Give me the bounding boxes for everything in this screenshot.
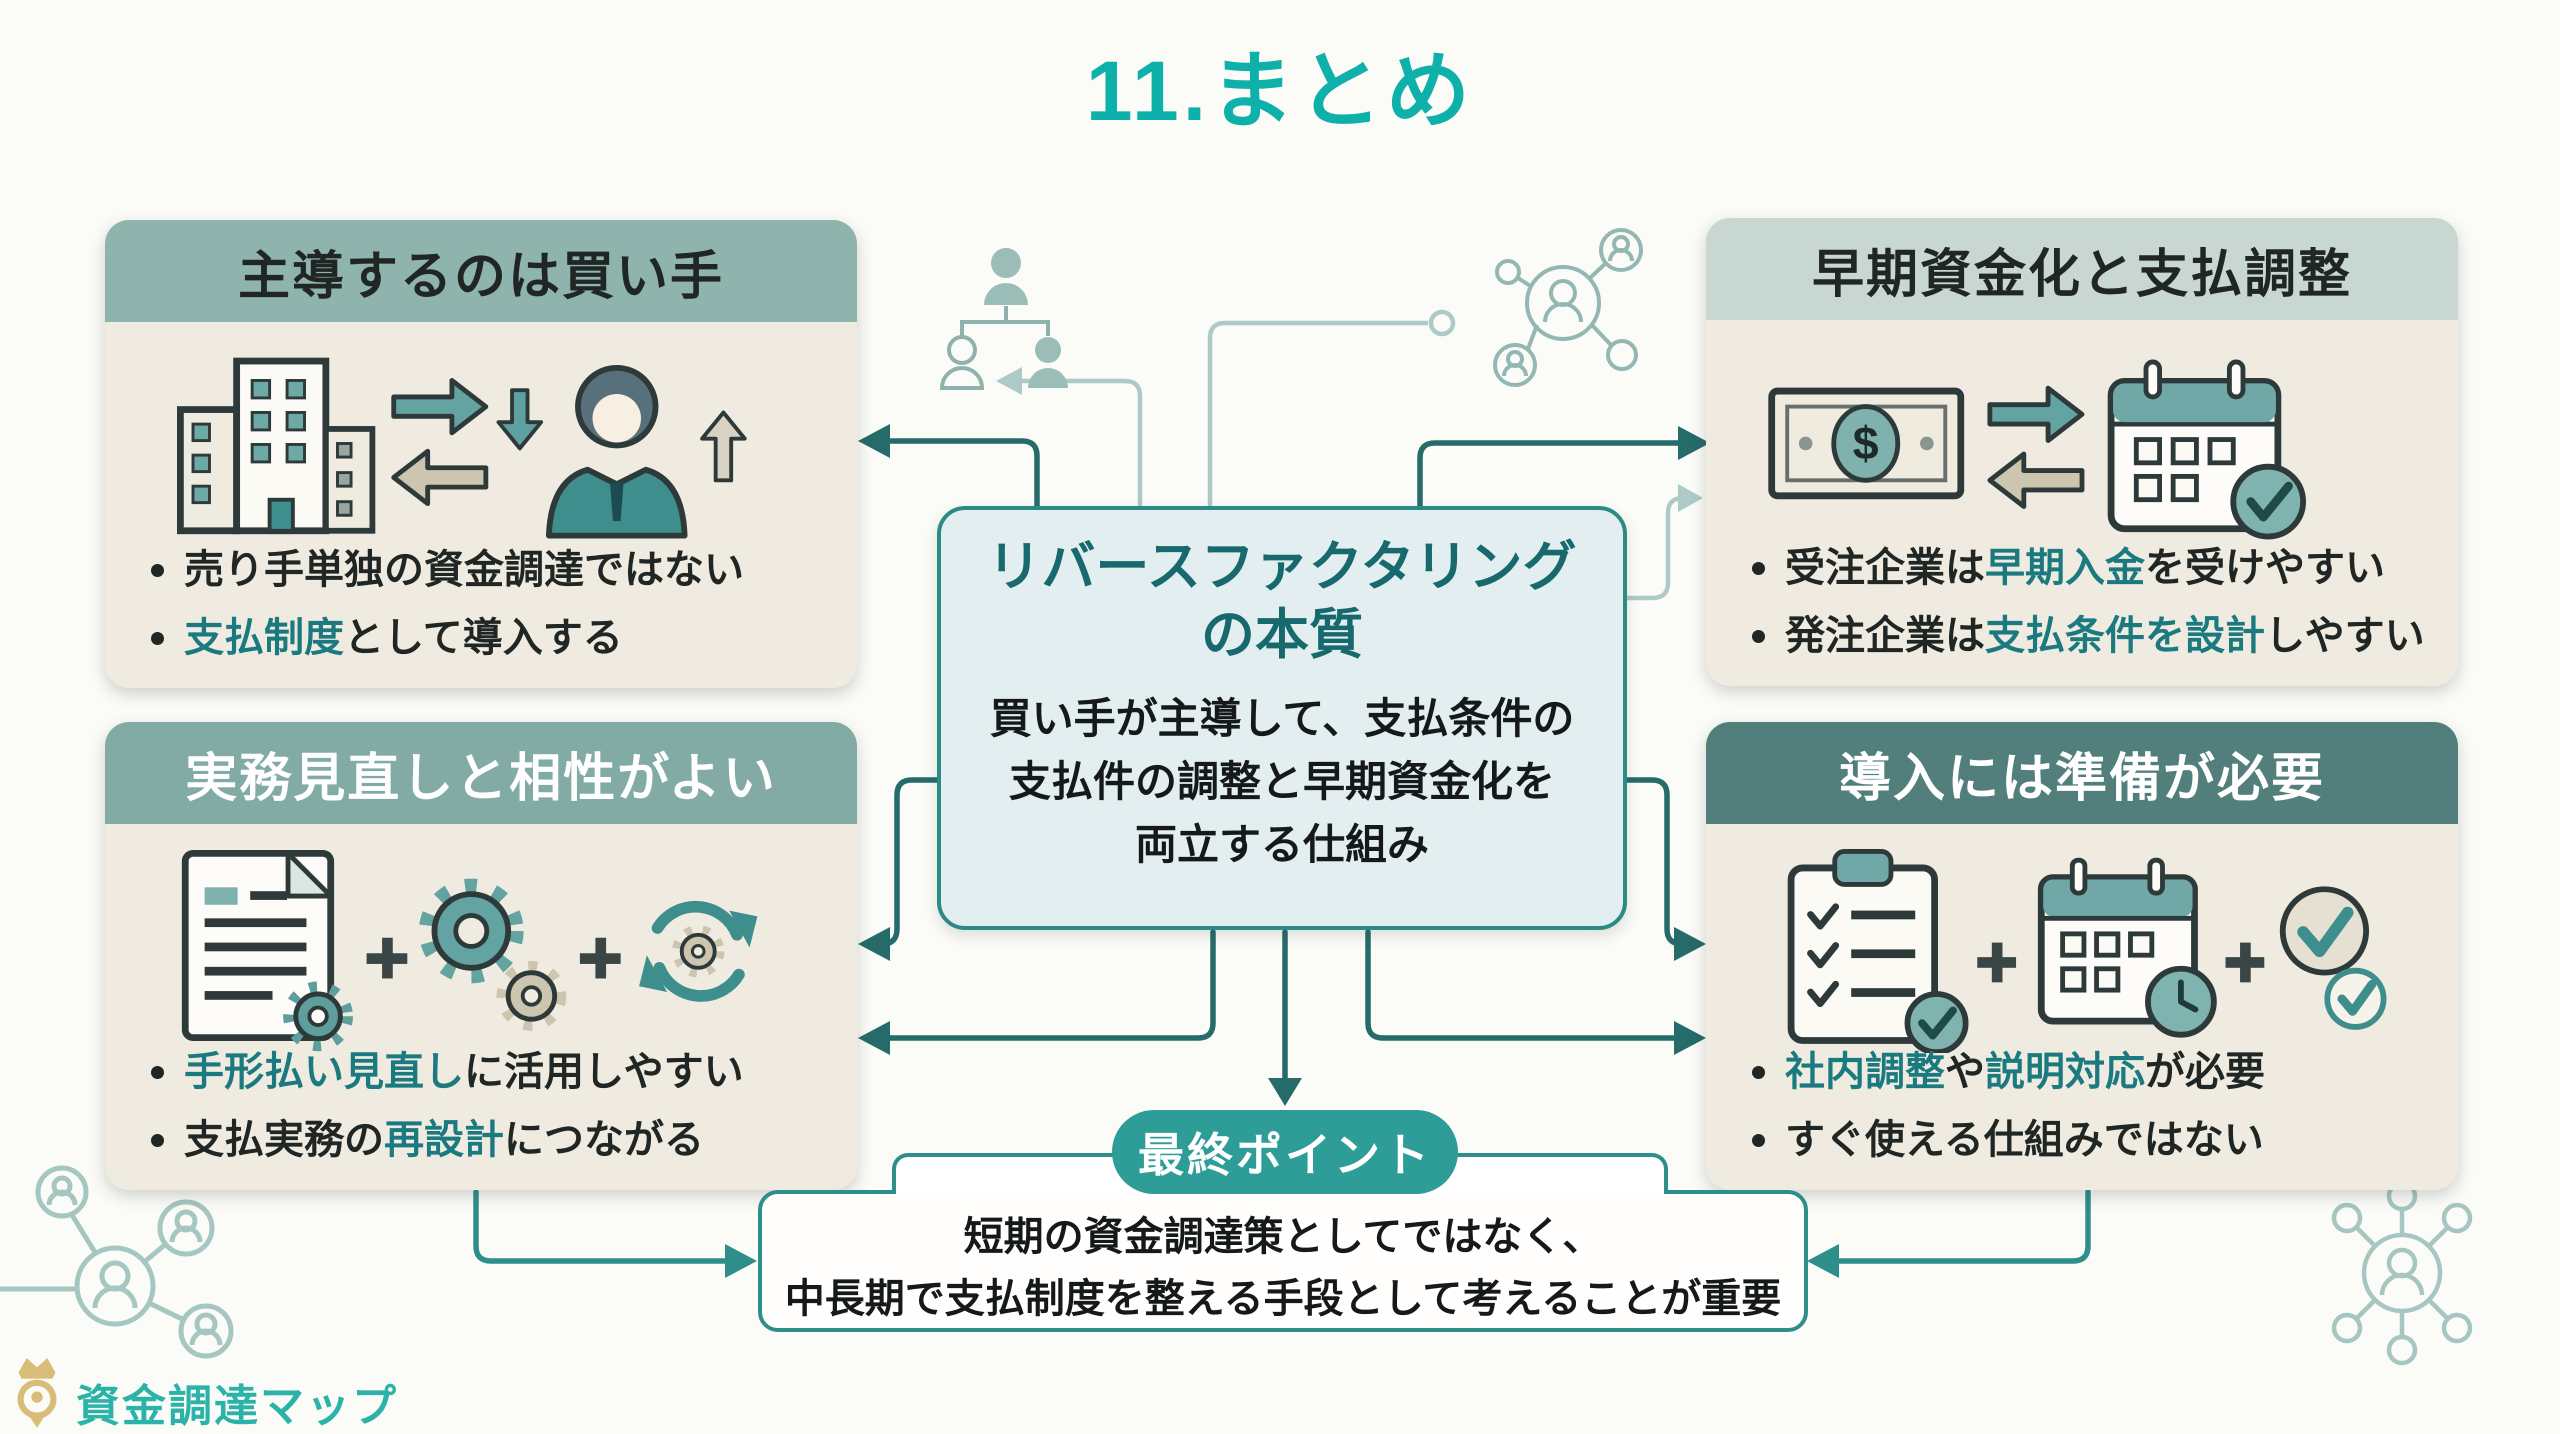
decor-light-elbow-circle: [1207, 309, 1456, 506]
site-logo: 資金調達マップ: [10, 1352, 398, 1434]
bullet-item: すぐ使える仕組みではない: [1752, 1114, 2434, 1166]
bullet-item: 受注企業は早期入金を受けやすい: [1752, 542, 2434, 594]
calendar-check-icon: [2107, 359, 2306, 539]
box-bottom-right: 導入には準備が必要: [1706, 722, 2458, 1190]
box-top-left: 主導するのは買い手: [105, 220, 857, 688]
bullet-text: 売り手単独の資金調達ではない: [184, 548, 744, 592]
arrow-center-to-top-left: [858, 424, 1040, 511]
early-funding-illustration: $: [1768, 359, 2306, 539]
checklist-clipboard-icon: [1787, 848, 1969, 1053]
box-bottom-left-icons: [105, 830, 857, 1060]
arrow-center-to-bottom-right-lower: [1365, 929, 1706, 1055]
box-top-left-icons: [105, 328, 857, 558]
businessman-icon: [545, 364, 688, 539]
bullet-text: 支払制度として導入する: [184, 616, 623, 660]
bullet-text: 受注企業は早期入金を受けやすい: [1785, 546, 2385, 590]
box-top-right-header: 早期資金化と支払調整: [1706, 218, 2458, 320]
center-body-line3: 両立する仕組み: [1134, 821, 1429, 868]
center-box-title: リバースファクタリング の本質: [941, 534, 1623, 669]
buyer-leads-illustration: [177, 357, 747, 539]
box-top-right: 早期資金化と支払調整 $: [1706, 218, 2458, 686]
preparation-illustration: [1787, 848, 2387, 1053]
gears-icon: [418, 878, 567, 1031]
bullet-dot: [151, 1065, 164, 1079]
center-title-line2: の本質: [1201, 604, 1363, 665]
plus-sign: [579, 937, 621, 978]
bullet-text: 支払実務の再設計につながる: [184, 1118, 704, 1162]
box-top-right-icons: $: [1706, 326, 2458, 556]
box-top-left-bullets: 売り手単独の資金調達ではない 支払制度として導入する: [151, 528, 833, 664]
org-chart-icon: [939, 248, 1068, 390]
arrow-center-to-bottom-left-lower: [858, 929, 1216, 1055]
box-bottom-left-header: 実務見直しと相性がよい: [105, 722, 857, 824]
bullet-item: 支払制度として導入する: [151, 612, 833, 664]
logo-text: 資金調達マップ: [76, 1382, 398, 1431]
building-icon: [177, 357, 376, 534]
bullet-dot: [151, 563, 164, 577]
network-people-icon-top: [1493, 228, 1643, 387]
center-body-line2: 支払件の調整と早期資金化を: [1008, 758, 1555, 805]
bullet-item: 支払実務の再設計につながる: [151, 1114, 833, 1166]
page-title: 11.まとめ: [1085, 44, 1475, 138]
arrow-bottom-right-to-final: [1807, 1189, 2091, 1278]
exchange-arrows-icon: [1987, 385, 2085, 509]
decor-light-elbow-right: [1627, 484, 1703, 601]
arrow-bottom-left-to-final: [473, 1189, 757, 1278]
bullet-dot: [151, 1133, 164, 1147]
cycle-gear-icon: [639, 900, 758, 1002]
bullet-item: 売り手単独の資金調達ではない: [151, 544, 833, 596]
bullet-dot: [1752, 1133, 1765, 1147]
box-top-left-header: 主導するのは買い手: [105, 220, 857, 322]
final-point-box: 短期の資金調達策としてではなく、 中長期で支払制度を整える手段として考えることが…: [758, 1190, 1808, 1332]
banknote-icon: $: [1768, 387, 1965, 499]
arrow-center-to-bottom-right-upper: [1621, 777, 1706, 961]
box-bottom-left-bullets: 手形払い見直しに活用しやすい 支払実務の再設計につながる: [151, 1030, 833, 1166]
network-people-icon-bottom-right: [2331, 1180, 2473, 1366]
bullet-dot: [151, 631, 164, 645]
arrow-center-to-top-right: [1417, 426, 1710, 511]
bullet-item: 社内調整や説明対応が必要: [1752, 1046, 2434, 1098]
plus-sign: [1977, 942, 2017, 982]
bullet-text: 手形払い見直しに活用しやすい: [184, 1050, 744, 1094]
final-line2: 中長期で支払制度を整える手段として考えることが重要: [784, 1277, 1782, 1321]
dollar-sign: $: [1853, 416, 1879, 468]
plus-sign: [2225, 942, 2265, 982]
exchange-arrows-icon: [391, 377, 489, 506]
decor-light-elbow-left: [996, 367, 1143, 506]
center-body-line1: 買い手が主導して、支払条件の: [989, 695, 1575, 742]
center-title-line1: リバースファクタリング: [987, 537, 1577, 597]
document-gear-icon: [181, 849, 354, 1051]
arrow-center-to-final: [1268, 929, 1302, 1106]
box-bottom-right-header: 導入には準備が必要: [1706, 722, 2458, 824]
double-check-icon: [2279, 885, 2387, 1030]
box-bottom-right-bullets: 社内調整や説明対応が必要 すぐ使える仕組みではない: [1752, 1030, 2434, 1166]
final-point-badge: 最終ポイント: [1112, 1110, 1458, 1194]
box-top-right-bullets: 受注企業は早期入金を受けやすい 発注企業は支払条件を設計しやすい: [1752, 526, 2434, 662]
network-people-icon-bottom-left: [0, 1165, 234, 1359]
plus-sign: [366, 937, 408, 978]
practice-review-illustration: [181, 849, 758, 1051]
box-bottom-left: 実務見直しと相性がよい: [105, 722, 857, 1190]
down-arrow-icon: [496, 387, 544, 450]
bullet-dot: [1752, 1065, 1765, 1079]
box-bottom-right-icons: [1706, 830, 2458, 1060]
bullet-text: 社内調整や説明対応が必要: [1785, 1050, 2265, 1094]
center-box-body: 買い手が主導して、支払条件の 支払件の調整と早期資金化を 両立する仕組み: [941, 687, 1623, 876]
bullet-dot: [1752, 561, 1765, 575]
final-line1: 短期の資金調達策としてではなく、: [963, 1215, 1603, 1259]
bullet-text: すぐ使える仕組みではない: [1785, 1118, 2264, 1162]
map-pin-crown-icon: [17, 1358, 57, 1428]
calendar-clock-icon: [2037, 857, 2217, 1038]
bullet-item: 手形払い見直しに活用しやすい: [151, 1046, 833, 1098]
bullet-text: 発注企業は支払条件を設計しやすい: [1785, 614, 2425, 658]
arrow-center-to-bottom-left-upper: [858, 777, 943, 961]
center-essence-box: リバースファクタリング の本質 買い手が主導して、支払条件の 支払件の調整と早期…: [937, 506, 1627, 930]
up-arrow-icon: [700, 410, 747, 482]
bullet-dot: [1752, 629, 1765, 643]
bullet-item: 発注企業は支払条件を設計しやすい: [1752, 610, 2434, 662]
